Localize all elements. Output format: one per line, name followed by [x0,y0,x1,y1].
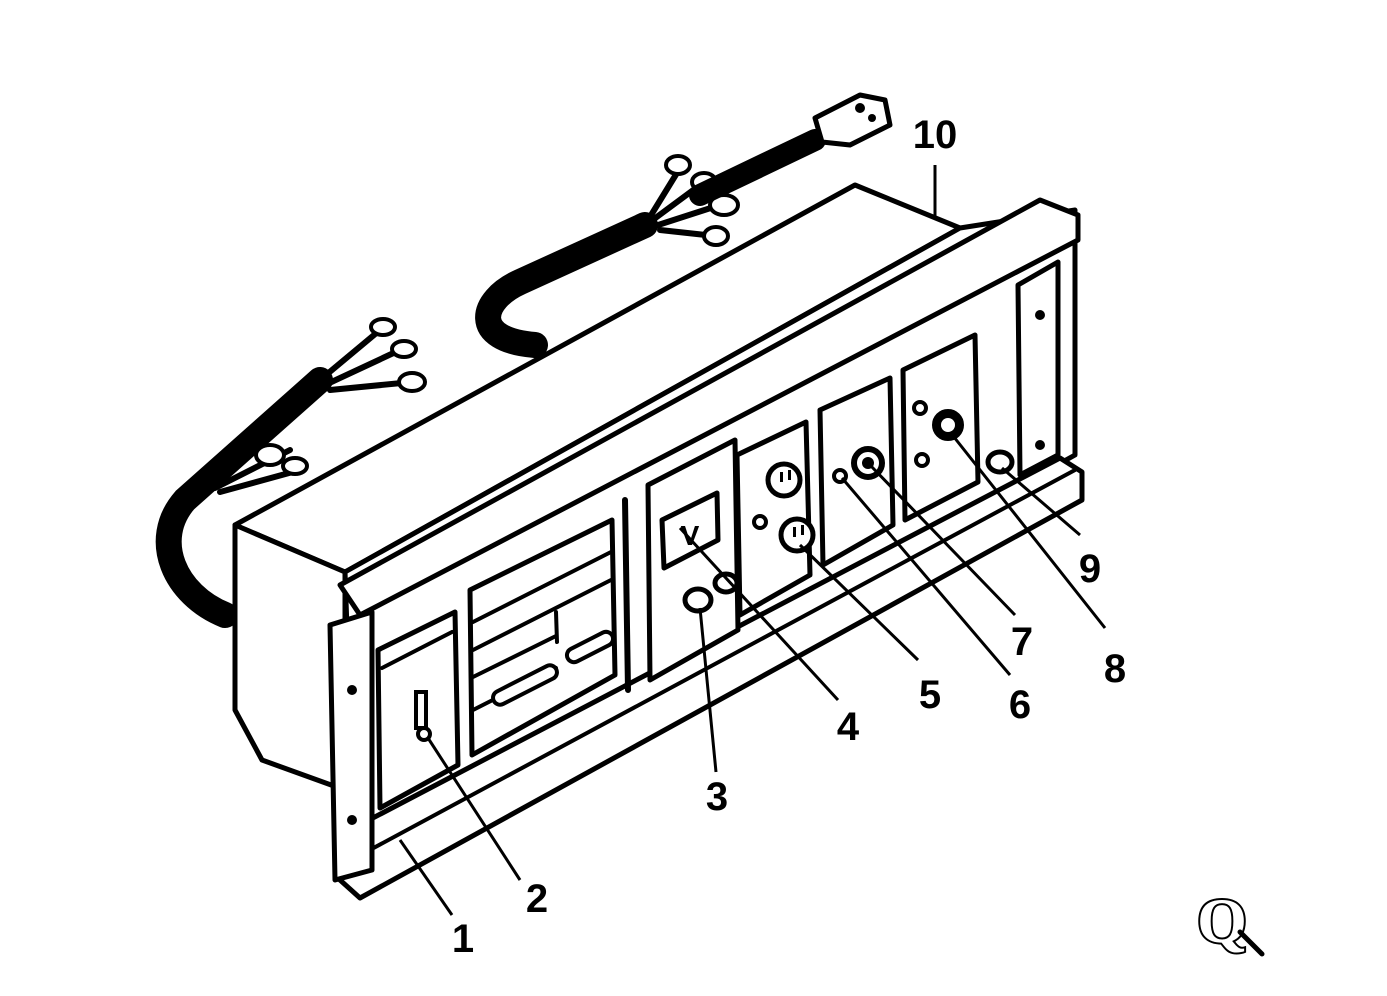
callout-8: 8 [1104,647,1126,691]
power-cable-left [155,317,427,628]
callout-3: 3 [706,775,728,819]
callout-9: 9 [1079,547,1101,591]
callout-5: 5 [919,673,941,717]
callout-7: 7 [1011,620,1033,664]
right-bracket [1015,259,1061,478]
top-rail [337,197,1081,618]
callout-10: 10 [913,113,958,157]
callout-6: 6 [1009,683,1031,727]
receptacle-icon [765,461,803,499]
callout-4: 4 [837,705,860,749]
screw-icon [912,400,928,416]
receptacle-icon [778,516,816,554]
pilot-lamp-icon [985,449,1015,475]
toggle-switch-icon [414,690,432,742]
indicator-lamp-icon [682,586,714,614]
screw-icon [752,514,768,530]
callout-1: 1 [452,917,474,961]
screw-icon [914,452,930,468]
left-bracket [327,609,375,883]
leader-lines [398,165,1107,916]
callout-2: 2 [526,877,548,921]
power-cable-right [475,92,893,358]
callout-labels: 1 2 3 4 5 6 7 8 9 10 [452,113,1126,961]
figure-marker-letter: Q [1197,885,1247,956]
plug-icon [812,92,893,148]
figure-marker: Q [1195,883,1265,958]
